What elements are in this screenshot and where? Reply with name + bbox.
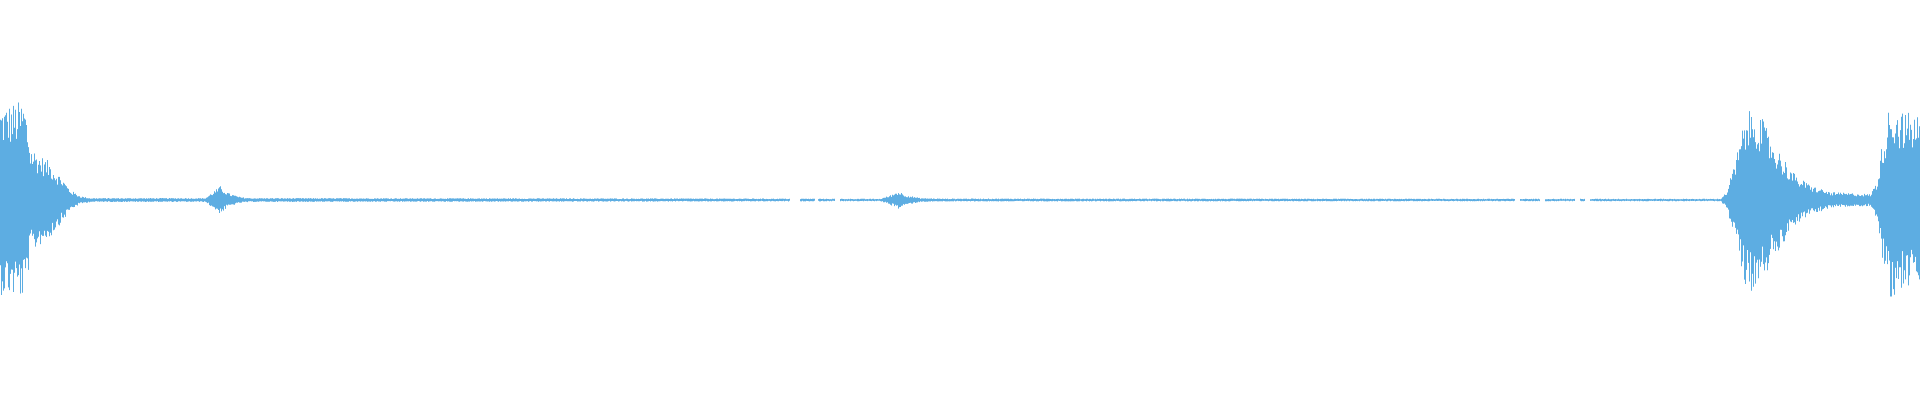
waveform-trace xyxy=(0,102,1920,297)
